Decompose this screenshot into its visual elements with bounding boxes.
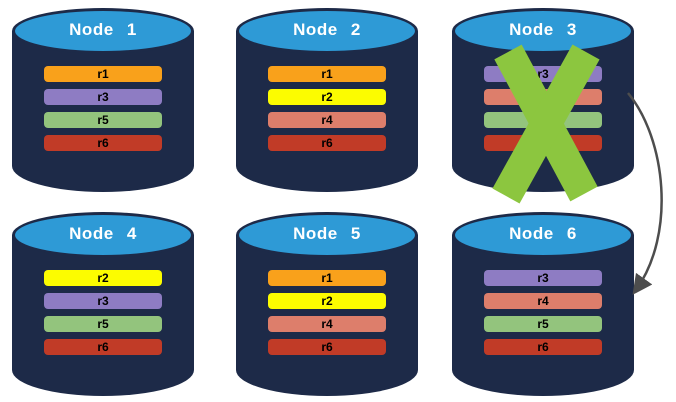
replica-label: r2 <box>97 271 109 285</box>
replica-label: r4 <box>321 317 333 331</box>
node-3-cylinder-top: Node 3 <box>452 8 634 54</box>
replica-label: r6 <box>97 340 109 354</box>
node-4-label: Node 4 <box>69 224 137 243</box>
node-4-cylinder-body <box>12 235 194 396</box>
replica-bar-r6: r6 <box>268 339 386 355</box>
node-5-replicas: r1 r2 r4 r6 <box>268 270 386 355</box>
replica-label: r6 <box>537 340 549 354</box>
replica-bar-r3: r3 <box>44 293 162 309</box>
replica-label: r4 <box>321 113 333 127</box>
node-4-replicas: r2 r3 r5 r6 <box>44 270 162 355</box>
replica-label: r5 <box>97 113 109 127</box>
node-1-cylinder-top: Node 1 <box>12 8 194 54</box>
replica-bar-r5: r5 <box>44 112 162 128</box>
replica-label: r1 <box>97 67 109 81</box>
node-3-label: Node 3 <box>509 20 577 39</box>
replica-bar-r1: r1 <box>44 66 162 82</box>
node-5-cylinder-top: Node 5 <box>236 212 418 258</box>
replica-bar-r4: r4 <box>484 293 602 309</box>
replica-label: r3 <box>537 271 549 285</box>
node-6-label: Node 6 <box>509 224 577 243</box>
node-1-label: Node 1 <box>69 20 137 39</box>
node-2-label: Node 2 <box>293 20 361 39</box>
node-5-label: Node 5 <box>293 224 361 243</box>
replica-label: r6 <box>321 340 333 354</box>
node-4: Node 4 r2 r3 r5 r6 <box>12 212 194 396</box>
replica-label: r3 <box>97 294 109 308</box>
replica-bar-r3: r3 <box>44 89 162 105</box>
node-6-cylinder-top: Node 6 <box>452 212 634 258</box>
replica-bar-r2: r2 <box>44 270 162 286</box>
replica-bar-r2: r2 <box>268 89 386 105</box>
node-3: Node 3 r3 <box>452 8 634 204</box>
node-2-replicas: r1 r2 r4 r6 <box>268 66 386 151</box>
node-2: Node 2 r1 r2 r4 r6 <box>236 8 418 192</box>
replica-bar-r5: r5 <box>484 316 602 332</box>
replica-bar-r1: r1 <box>268 66 386 82</box>
node-6-cylinder-body <box>452 235 634 396</box>
replica-label: r2 <box>321 90 333 104</box>
replica-label: r2 <box>321 294 333 308</box>
replica-label: r3 <box>97 90 109 104</box>
replica-bar-r6: r6 <box>44 135 162 151</box>
replica-bar-r5: r5 <box>44 316 162 332</box>
replica-label: r1 <box>321 67 333 81</box>
replica-bar-r2: r2 <box>268 293 386 309</box>
replica-label: r6 <box>97 136 109 150</box>
replica-label: r5 <box>97 317 109 331</box>
node-5-cylinder-body <box>236 235 418 396</box>
node-1-cylinder-body <box>12 31 194 192</box>
replica-label: r3 <box>537 67 549 81</box>
failure-x-icon <box>492 44 600 204</box>
replica-bar-r1: r1 <box>268 270 386 286</box>
replica-bar-r6: r6 <box>268 135 386 151</box>
replica-label: r5 <box>537 317 549 331</box>
failover-arrow <box>627 92 663 295</box>
node-2-cylinder-body <box>236 31 418 192</box>
replica-label: r4 <box>537 294 549 308</box>
node-6: Node 6 r3 r4 r5 r6 <box>452 212 634 396</box>
replica-bar-r3: r3 <box>484 270 602 286</box>
replica-bar-r6: r6 <box>44 339 162 355</box>
node-1-replicas: r1 r3 r5 r6 <box>44 66 162 151</box>
node-6-replicas: r3 r4 r5 r6 <box>484 270 602 355</box>
node-4-cylinder-top: Node 4 <box>12 212 194 258</box>
node-1: Node 1 r1 r3 r5 r6 <box>12 8 194 192</box>
node-5: Node 5 r1 r2 r4 r6 <box>236 212 418 396</box>
replica-label: r6 <box>321 136 333 150</box>
replica-bar-r4: r4 <box>268 316 386 332</box>
replica-bar-r4: r4 <box>268 112 386 128</box>
replica-label: r1 <box>321 271 333 285</box>
replica-bar-r6: r6 <box>484 339 602 355</box>
node-2-cylinder-top: Node 2 <box>236 8 418 54</box>
